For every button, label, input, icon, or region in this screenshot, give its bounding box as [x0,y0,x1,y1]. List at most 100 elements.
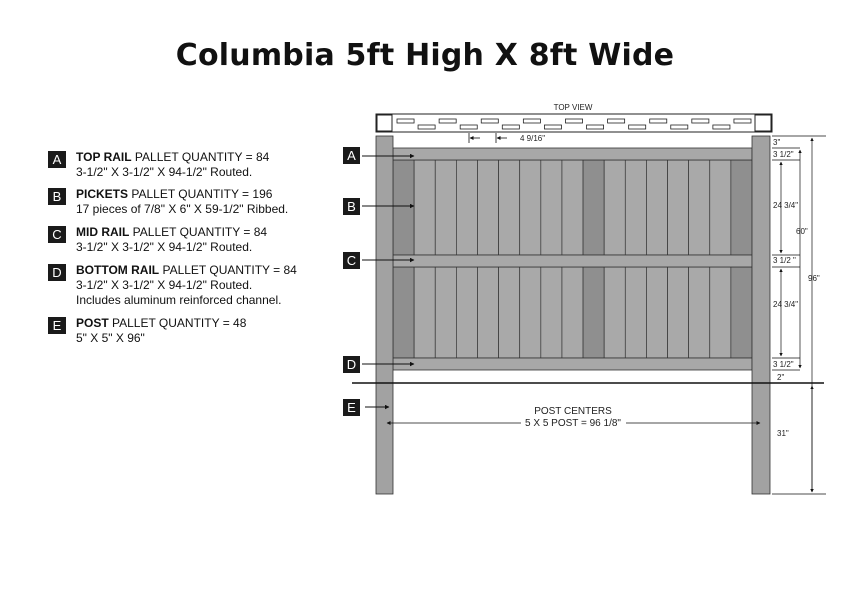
dim-top-rail-label: 3 1/2" [773,150,794,159]
callout-d: D [343,356,415,373]
dim-fence-height-label: 60" [796,227,808,236]
top-view-picket [565,118,583,124]
top-view-picket [459,124,478,130]
callout-badge [343,252,360,269]
height-dimension-labels: 3" 3 1/2" 24 3/4" 60" 3 1/2 " 96" 24 3/4… [773,138,820,438]
top-view-picket [628,124,647,130]
legend-badge: C [48,226,66,243]
legend-part-name: POST [76,316,109,330]
legend-spec: 17 pieces of 7/8" X 6" X 59-1/2" Ribbed. [76,202,289,216]
legend-item-bottom-rail: D BOTTOM RAIL PALLET QUANTITY = 84 3-1/2… [48,263,348,308]
callout-badge [343,198,360,215]
picket [561,266,584,359]
picket [434,159,457,256]
dim-below-grade-label: 31" [777,429,789,438]
parts-legend: A TOP RAIL PALLET QUANTITY = 84 3-1/2" X… [48,150,348,352]
post-right [751,135,771,495]
callout-letter: E [347,400,356,415]
callout-badge [343,399,360,416]
post-centers-label: POST CENTERS [534,406,612,417]
legend-quantity: PALLET QUANTITY = 196 [131,187,273,201]
picket [624,266,647,359]
top-view-picket [544,124,562,130]
legend-quantity: PALLET QUANTITY = 84 [162,263,297,277]
callout-a: A [343,147,415,164]
callout-badge [343,147,360,164]
picket [603,266,626,359]
dim-mid-rail-label: 3 1/2 " [773,256,796,265]
picket [624,159,647,256]
callout-letter: A [347,148,356,163]
top-view-post-right [754,114,772,132]
picket [688,266,711,359]
top-view-picket [501,124,520,130]
page-title: Columbia 5ft High X 8ft Wide [175,38,675,73]
fence-elevation [352,135,824,495]
legend-badge: E [48,317,66,334]
top-view-picket [649,118,668,124]
picket-gap-label: 4 9/16" [520,134,545,143]
top-view-picket [417,124,436,130]
legend-badge: B [48,188,66,205]
picket-gap-dimension: 4 9/16" [468,133,545,143]
picket [392,159,415,256]
picket [456,266,478,359]
top-view-picket [712,124,731,130]
picket [498,159,521,256]
top-view-post-left [376,114,393,132]
legend-quantity: PALLET QUANTITY = 84 [132,225,268,239]
legend-quantity: PALLET QUANTITY = 48 [112,316,247,330]
mid-rail [392,254,753,268]
picket [498,266,521,359]
legend-item-pickets: B PICKETS PALLET QUANTITY = 196 17 piece… [48,187,348,217]
dim-ground-gap-label: 2" [777,373,784,382]
picket [688,159,711,256]
picket [540,159,563,256]
callout-letter: C [347,253,356,268]
legend-spec: 3-1/2" X 3-1/2" X 94-1/2" Routed. [76,240,253,254]
top-view-picket [586,124,604,130]
top-view-picket [480,118,499,124]
callout-letter: D [347,357,356,372]
picket [646,266,668,359]
top-view-picket [438,118,457,124]
post-spacing-label: 5 X 5 POST = 96 1/8" [525,418,621,429]
top-view-label: TOP VIEW [554,103,593,112]
legend-quantity: PALLET QUANTITY = 84 [134,150,270,164]
picket [582,159,605,256]
picket [730,266,753,359]
bottom-rail [392,357,753,371]
picket [519,266,542,359]
dim-post-height-label: 96" [808,274,820,283]
picket [561,159,584,256]
legend-part-name: TOP RAIL [76,150,132,164]
picket [667,159,690,256]
top-view-picket [396,118,415,124]
picket [413,159,436,256]
post-centers-dimension: POST CENTERS 5 X 5 POST = 96 1/8" [386,406,761,429]
picket [730,159,753,256]
top-rail [392,147,753,161]
top-view-picket [670,124,689,130]
legend-badge: A [48,151,66,168]
legend-part-name: MID RAIL [76,225,130,239]
picket [519,159,542,256]
height-dimensions [772,135,826,495]
picket [603,159,626,256]
top-view-picket [522,118,541,124]
legend-item-mid-rail: C MID RAIL PALLET QUANTITY = 84 3-1/2" X… [48,225,348,255]
callout-c: C [343,252,415,269]
legend-spec: 3-1/2" X 3-1/2" X 94-1/2" Routed. [76,165,253,179]
callout-b: B [343,198,415,215]
dim-lower-pickets-label: 24 3/4" [773,300,798,309]
legend-badge: D [48,264,66,281]
picket [709,159,732,256]
top-view-picket [607,118,626,124]
legend-item-post: E POST PALLET QUANTITY = 48 5" X 5" X 96… [48,316,348,346]
dim-bottom-rail-label: 3 1/2" [773,360,794,369]
top-view-picket [733,118,752,124]
picket [413,266,436,359]
picket [709,266,732,359]
legend-part-name: PICKETS [76,187,129,201]
